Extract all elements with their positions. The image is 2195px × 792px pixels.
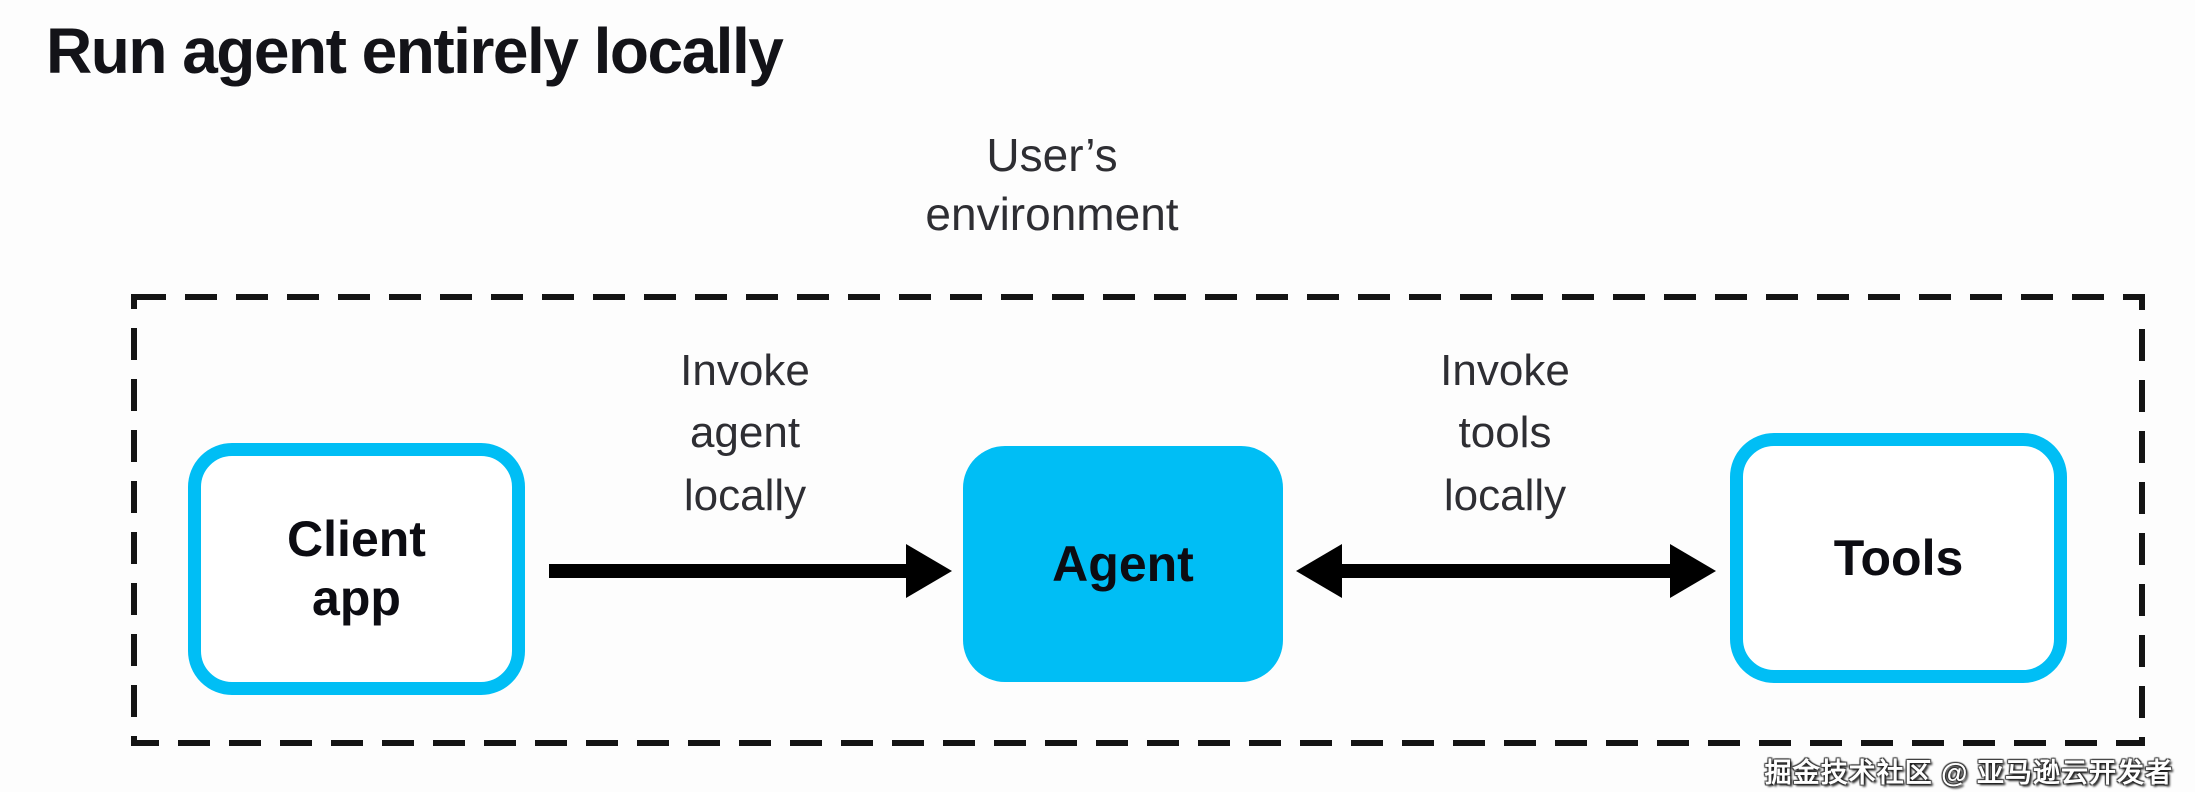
invoke-agent-label-line2: agent: [689, 408, 801, 458]
invoke-agent-label-line1: Invoke: [680, 346, 810, 395]
environment-label-line2: environment: [925, 187, 1179, 240]
invoke-tools-label-line3: locally: [1443, 470, 1567, 520]
watermark: 掘金技术社区 @ 亚马逊云开发者: [1764, 758, 2173, 788]
arrow-invoke-agent: [549, 544, 952, 598]
node-client-app-label-line2: app: [312, 570, 401, 626]
node-agent-label: Agent: [1052, 535, 1194, 592]
arrow-invoke-tools-left-head-icon: [1296, 544, 1342, 598]
node-client-app-label-line1: Client: [287, 511, 426, 567]
node-client-app-label: Client app: [287, 510, 426, 628]
invoke-tools-label-line1: Invoke: [1440, 346, 1570, 395]
environment-label: User’s environment: [852, 126, 1252, 244]
invoke-agent-label-line3: locally: [683, 470, 807, 520]
environment-label-line1: User’s: [986, 129, 1118, 181]
node-client-app: Client app: [188, 443, 525, 695]
invoke-tools-label-line2: tools: [1458, 408, 1552, 458]
invoke-tools-label: Invoke tools locally: [1405, 340, 1605, 527]
arrow-invoke-tools-right-head-icon: [1670, 544, 1716, 598]
node-agent: Agent: [963, 446, 1283, 682]
arrow-invoke-agent-head-icon: [906, 544, 952, 598]
page-title: Run agent entirely locally: [46, 15, 784, 87]
node-tools-label: Tools: [1833, 529, 1964, 586]
invoke-agent-label: Invoke agent locally: [645, 340, 845, 527]
arrow-invoke-tools: [1296, 544, 1716, 598]
node-tools: Tools: [1730, 433, 2067, 683]
